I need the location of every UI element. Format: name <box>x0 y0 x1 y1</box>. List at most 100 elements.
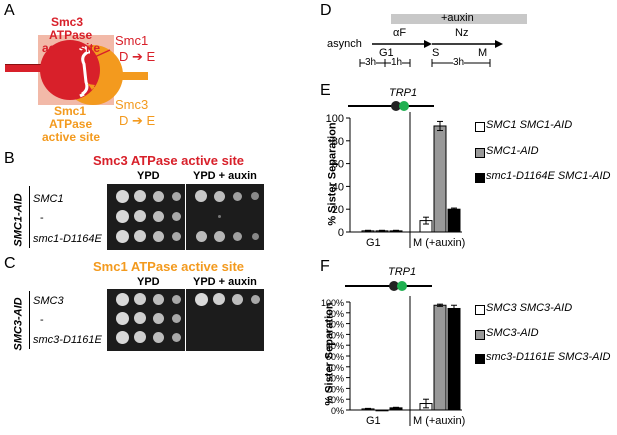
panel-b-title: Smc3 ATPase active site <box>93 153 245 168</box>
smc3-mut-change: D ➔ E <box>119 113 156 128</box>
smc1-mut-label: Smc1 <box>115 33 149 48</box>
y-tick-label: 70% <box>326 330 344 340</box>
plate-c-auxin <box>186 289 264 351</box>
yeast-spot <box>115 229 129 243</box>
yeast-spot <box>231 293 243 305</box>
yeast-spot <box>115 209 129 223</box>
yeast-spot <box>251 192 259 200</box>
panel-c-row-3: smc3-D1161E <box>33 334 102 346</box>
y-tick-label: 0% <box>331 406 344 416</box>
timeline-arrow <box>359 40 503 67</box>
yeast-spot <box>134 230 146 242</box>
smc-heads-diagram <box>5 35 148 105</box>
y-tick-label: 40 <box>332 181 344 193</box>
smc1-site-line2: ATPase <box>49 117 93 131</box>
yeast-spot <box>171 191 181 201</box>
legend-e-box-3 <box>475 173 485 183</box>
panel-b-row-3: smc1-D1164E <box>33 233 102 245</box>
chart-f-ylabel: % Sister Separation <box>323 302 336 406</box>
legend-e-item-3: smc1-D1164E SMC1-AID <box>486 170 611 182</box>
yeast-spot <box>171 313 181 323</box>
yeast-spot <box>115 189 129 203</box>
yeast-spot <box>115 292 129 306</box>
yeast-spot <box>152 210 164 222</box>
yeast-spot <box>195 190 207 202</box>
y-tick-label: 50% <box>326 352 344 362</box>
legend-f-item-2: SMC3-AID <box>486 327 539 339</box>
yeast-spot <box>213 190 225 202</box>
yeast-spot <box>134 331 146 343</box>
y-tick-label: 20 <box>332 204 344 216</box>
yeast-spot <box>171 294 181 304</box>
yeast-spot <box>232 191 242 201</box>
yeast-spot <box>171 332 181 342</box>
y-tick-label: 100 <box>326 113 344 125</box>
panel-b-row-1: SMC1 <box>33 193 64 205</box>
panel-b-col-ypd: YPD <box>137 170 160 182</box>
panel-c-col-auxin: YPD + auxin <box>193 276 257 288</box>
panel-b-bracket <box>29 186 30 248</box>
auxin-bar <box>391 14 527 24</box>
panel-a-letter: A <box>4 2 15 19</box>
panel-f-gene: TRP1 <box>388 266 417 278</box>
panel-c-title: Smc1 ATPase active site <box>93 259 245 274</box>
timeline-s: S <box>432 47 440 59</box>
legend-e-box-1 <box>475 122 485 132</box>
y-tick-label: 0 <box>338 227 344 239</box>
panel-c-bracket <box>29 291 30 349</box>
timeline-asynch: asynch <box>327 38 362 50</box>
yeast-spot <box>134 210 146 222</box>
bar <box>375 409 389 412</box>
y-tick-label: 60% <box>326 341 344 351</box>
bar <box>447 307 461 411</box>
panel-c-letter: C <box>4 255 16 272</box>
chart-f-xcat-2: M (+auxin) <box>413 415 466 427</box>
timeline-t1: 3h <box>365 57 377 68</box>
legend-e-item-2: SMC1-AID <box>486 145 539 157</box>
yeast-spot <box>134 312 146 324</box>
y-tick-label: 80 <box>332 136 344 148</box>
smc3-site-line2: ATPase <box>49 28 93 42</box>
panel-f-chromosome <box>345 281 432 291</box>
legend-f-box-2 <box>475 330 485 340</box>
yeast-spot <box>152 293 164 305</box>
bar <box>433 304 447 411</box>
timeline-t3: 3h <box>453 57 465 68</box>
yeast-spot <box>152 331 164 343</box>
yeast-spot <box>171 211 181 221</box>
panel-b-col-auxin: YPD + auxin <box>193 170 257 182</box>
panel-e-letter: E <box>320 82 331 99</box>
smc3-mut-label: Smc3 <box>115 97 149 112</box>
legend-f-box-1 <box>475 305 485 315</box>
legend-f-item-3: smc3-D1161E SMC3-AID <box>486 351 611 363</box>
y-tick-label: 80% <box>326 320 344 330</box>
yeast-spot <box>152 312 164 324</box>
yeast-spot <box>217 214 221 218</box>
plate-b-auxin <box>186 184 264 250</box>
y-tick-label: 40% <box>326 363 344 373</box>
panel-b-row-2: - <box>40 212 44 224</box>
smc3-site-line1: Smc3 <box>51 15 84 29</box>
timeline-t2: 1h <box>391 57 403 68</box>
panel-d-letter: D <box>320 2 332 19</box>
yeast-spot <box>115 311 129 325</box>
smc1-site-line1: Smc1 <box>54 104 87 118</box>
smc3-site-line3: active site <box>42 41 101 55</box>
yeast-spot <box>152 230 164 242</box>
panel-c-row-2: - <box>40 314 44 326</box>
yeast-spot <box>195 230 207 242</box>
panel-c-col-ypd: YPD <box>137 276 160 288</box>
yeast-spot <box>134 190 146 202</box>
y-tick-label: 60 <box>332 159 344 171</box>
yeast-spot <box>152 190 164 202</box>
legend-f-item-1: SMC3 SMC3-AID <box>486 302 573 314</box>
timeline-m: M <box>478 47 488 59</box>
yeast-spot <box>134 293 146 305</box>
yeast-spot <box>251 232 259 240</box>
yeast-spot <box>232 231 242 241</box>
timeline-g1: G1 <box>379 47 394 59</box>
plate-b-ypd <box>107 184 185 250</box>
timeline-nz: Nz <box>455 27 469 39</box>
